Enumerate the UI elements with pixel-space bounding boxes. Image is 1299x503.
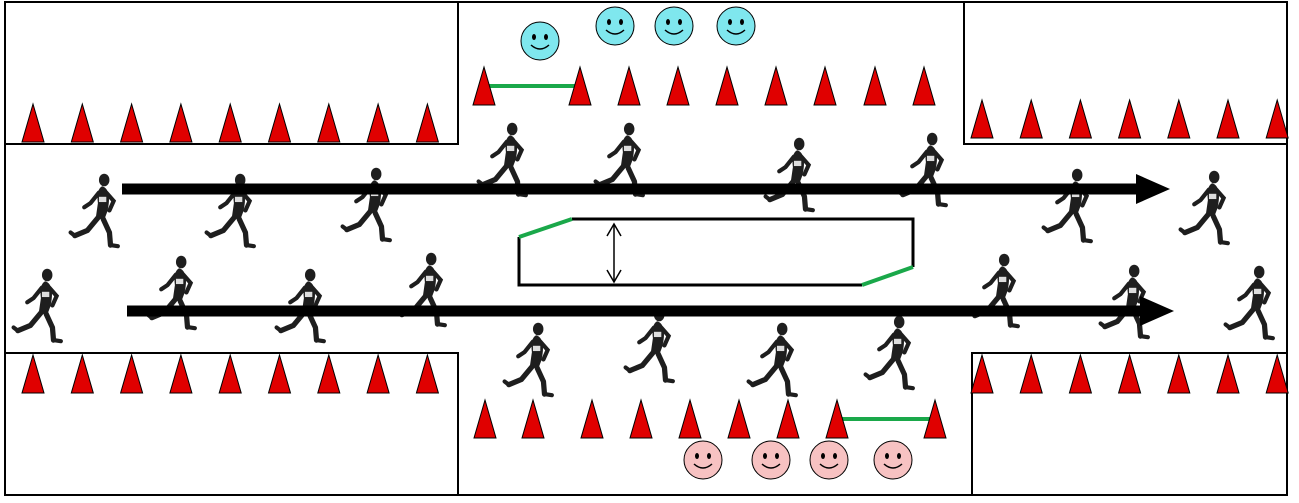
cone-icon: [814, 67, 836, 105]
smiley-face-icon: [810, 441, 848, 479]
lane-switch-box: [519, 219, 913, 285]
cone-icon: [667, 67, 689, 105]
runner-icon: [626, 309, 673, 381]
smiley-face-icon: [752, 441, 790, 479]
runner-icon: [866, 316, 913, 388]
smiley-face-icon: [684, 441, 722, 479]
cone-icon: [581, 400, 603, 438]
cone-icon: [618, 67, 640, 105]
cone-icon: [474, 400, 496, 438]
cone-icon: [913, 67, 935, 105]
smiley-face-icon: [717, 7, 755, 45]
runner-icon: [1044, 169, 1091, 241]
runner-icon: [766, 138, 813, 210]
smiley-face-icon: [655, 7, 693, 45]
double-headed-arrow: [607, 224, 621, 282]
switch-gate-right: [862, 267, 913, 285]
cone-icon: [630, 400, 652, 438]
runner-icon: [343, 168, 390, 240]
cone-icon: [522, 400, 544, 438]
cone-icon: [716, 67, 738, 105]
runner-icon: [14, 269, 61, 341]
runner-icon: [1181, 171, 1228, 243]
runner-icon: [505, 323, 552, 395]
direction-arrow: [122, 174, 1170, 204]
runner-icon: [277, 269, 324, 341]
smiley-face-icon: [596, 7, 634, 45]
direction-arrow: [127, 296, 1174, 326]
cone-icon: [864, 67, 886, 105]
arrows-layer: [122, 174, 1174, 326]
cone-icon: [679, 400, 701, 438]
cone-icon: [728, 400, 750, 438]
runner-icon: [1226, 266, 1273, 338]
runner-icon: [148, 256, 195, 328]
smiley-face-icon: [874, 441, 912, 479]
cone-icon: [777, 400, 799, 438]
runner-icon: [71, 174, 118, 246]
cone-icon: [765, 67, 787, 105]
switch-gate-left: [519, 219, 572, 237]
runner-icon: [749, 323, 796, 395]
smiley-face-icon: [521, 22, 559, 60]
